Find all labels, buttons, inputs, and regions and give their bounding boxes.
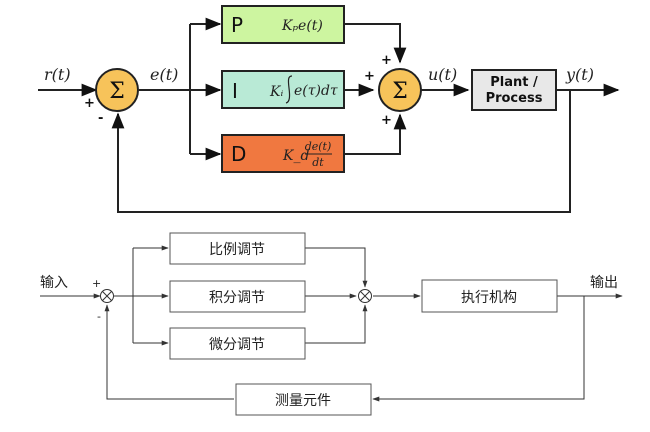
- sum-junction-bottom-1: [100, 289, 114, 303]
- integral-block: [169, 280, 306, 313]
- integral-label: 积分调节: [209, 290, 265, 306]
- signal-y-label: y(t): [565, 65, 594, 84]
- sum-2-plus-bottom: +: [381, 113, 392, 128]
- actuator-block: [421, 279, 558, 313]
- sum-junction-bottom-2: [358, 289, 372, 303]
- wire-feedback: [111, 90, 571, 213]
- i-block-formula: e(τ)dτ: [294, 83, 338, 99]
- plant-label-line2: Process: [486, 91, 543, 106]
- input-label: 输入: [40, 275, 68, 291]
- d-block-gain: K_d: [282, 148, 309, 164]
- d-block-letter: D: [231, 142, 246, 166]
- i-block: [221, 70, 345, 109]
- sensor-block: [235, 383, 372, 416]
- plant-block: [471, 69, 557, 111]
- wire-proportional-out: [305, 247, 368, 288]
- d-block-numerator: de(t): [305, 140, 332, 153]
- sum-2-sigma: Σ: [392, 79, 408, 104]
- integral-sign-icon: [285, 75, 293, 104]
- derivative-label: 微分调节: [209, 337, 265, 353]
- output-label: 输出: [590, 275, 618, 291]
- wire-d-to-sum2: [344, 113, 407, 155]
- wire-derivative-out: [305, 304, 368, 344]
- proportional-block: [169, 232, 306, 265]
- signal-u-label: u(t): [428, 65, 457, 84]
- wire-p-to-sum2: [344, 23, 407, 64]
- sum-1-plus: +: [84, 96, 95, 111]
- p-block-letter: P: [231, 13, 243, 37]
- derivative-block: [169, 327, 306, 360]
- sum-1-sigma: Σ: [109, 79, 125, 104]
- plant-label-line1: Plant /: [490, 75, 538, 90]
- p-block: [221, 5, 345, 44]
- sum-minus: -: [97, 310, 101, 323]
- i-block-letter: I: [232, 79, 238, 103]
- signal-e-label: e(t): [150, 65, 178, 84]
- sensor-label: 测量元件: [275, 393, 331, 409]
- sum-junction-2: [378, 68, 422, 112]
- sum-2-plus-top: +: [381, 53, 392, 68]
- i-block-gain: Kᵢ: [269, 84, 283, 100]
- p-block-formula: Kₚe(t): [281, 18, 323, 34]
- proportional-label: 比例调节: [209, 242, 265, 258]
- wire-to-sensor: [372, 296, 585, 402]
- sum-2-plus-left: +: [364, 69, 375, 84]
- actuator-label: 执行机构: [461, 290, 517, 306]
- bottom-pid-diagram: 输入 输出 + - 比例调节 积分调节 微分调节 执行机构 测量元件: [40, 232, 623, 416]
- sum-plus: +: [92, 277, 101, 290]
- wire-sensor-feedback: [104, 304, 234, 400]
- top-pid-diagram: r(t) e(t) u(t) y(t) Σ + - Σ + + + P Kₚe(…: [38, 5, 620, 213]
- d-block-denominator: dt: [312, 156, 324, 169]
- signal-r-label: r(t): [44, 65, 71, 84]
- sum-junction-1: [95, 68, 139, 112]
- sum-1-minus: -: [98, 111, 103, 126]
